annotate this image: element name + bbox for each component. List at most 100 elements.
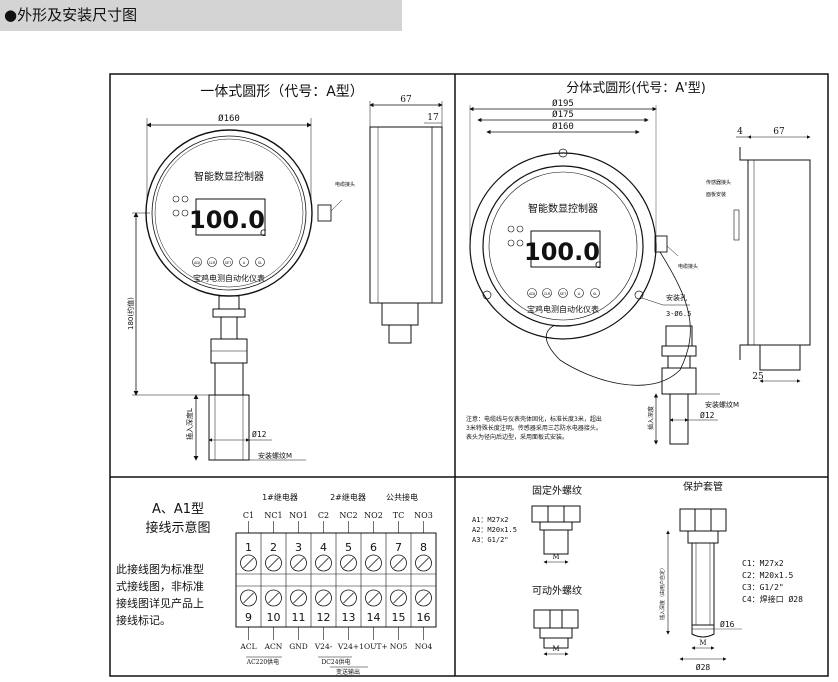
section-header: ●外形及安装尺寸图 [0, 0, 402, 31]
device-buttons-split: ADJ CLR SET A SL [527, 288, 600, 298]
terminal-bottom-label: V24- [314, 642, 333, 651]
terminal-screw [290, 554, 307, 572]
panel-integrated-round: 一体式圆形（代号：A型） Ø160 智能数显控制器 100.0 C ADJ CL… [126, 84, 443, 461]
wiring-desc-4: 接线标记。 [116, 613, 171, 627]
terminal-top-label: NC1 [264, 511, 282, 520]
terminal-bottom-number: 12 [317, 611, 331, 624]
device-maker: 宝鸡电测自动化仪表 [193, 273, 265, 283]
svg-text:CLR: CLR [209, 261, 216, 265]
sheet-frame [109, 73, 829, 677]
dim-diameter-label: Ø160 [218, 113, 240, 124]
movable-thread-m: M [552, 645, 559, 653]
terminal-bottom-label: V24+ [337, 642, 359, 651]
fixed-thread-m: M [552, 553, 559, 561]
gauge-face-split [469, 148, 657, 340]
fixed-thread-drawing [531, 505, 581, 555]
mount-holes-spec: 3-Ø6.5 [666, 310, 691, 318]
wiring-title-1: A、A1型 [152, 502, 204, 517]
terminal-bottom-label: GND [289, 642, 308, 651]
note-line-3: 表头为径向后边型，采用面板式安装。 [466, 433, 568, 441]
sleeve-drawing [679, 508, 727, 638]
wiring-desc-1: 此接线图为标准型 [116, 562, 204, 576]
terminal-screw [290, 589, 307, 607]
sleeve-m: M [699, 639, 706, 647]
terminal-screw [240, 554, 257, 572]
svg-text:ADJ: ADJ [529, 292, 535, 296]
dim-probe-label: Ø12 [252, 429, 267, 439]
svg-text:SET: SET [225, 261, 232, 265]
terminal-bottom-number: 11 [292, 611, 306, 624]
terminal-top-number: 4 [320, 541, 327, 554]
sleeve-title: 保护套管 [683, 480, 723, 493]
panel-wiring: A、A1型 接线示意图 此接线图为标准型 式接线图，非标准 接线图详见产品上 接… [116, 492, 437, 676]
terminal-screw [265, 589, 282, 607]
device-name: 智能数显控制器 [194, 170, 264, 183]
sleeve-spec-1: C1：M27x2 [742, 559, 784, 568]
cable-gland-split [654, 235, 668, 253]
terminal-screw [390, 554, 407, 572]
dim-front-label: 17 [427, 113, 439, 123]
svg-text:SET: SET [560, 292, 567, 296]
label-transmit: 变送输出 [336, 668, 360, 676]
terminal-top-number: 6 [370, 541, 377, 554]
terminal-top-label: C2 [318, 511, 329, 520]
wiring-title-2: 接线示意图 [145, 520, 210, 536]
terminal-bottom-number: 14 [367, 611, 381, 624]
terminal-bottom-label: ACN [264, 642, 283, 651]
terminal-screw [315, 554, 332, 572]
terminal-bottom-number: 10 [267, 611, 281, 624]
cable-gland-label: 电缆接头 [335, 181, 355, 188]
stem-assembly [208, 295, 250, 461]
terminal-top-number: 5 [345, 541, 352, 554]
sensor-assembly [661, 325, 697, 445]
terminal-top-label: TC [393, 511, 404, 520]
dim-d160: Ø160 [552, 121, 574, 132]
terminal-screw [415, 554, 432, 572]
display-window [195, 198, 266, 236]
sleeve-spec-2: C2：M20x1.5 [742, 571, 794, 580]
note-line-1: 注意：电缆线与仪表壳体固化，标准长度3米，超出 [466, 415, 602, 423]
group-common: 公共接电 [386, 492, 418, 502]
panel-threads: 固定外螺纹 A1：M27x2 A2：M20x1.5 A3：G1/2" M 可动外… [472, 480, 803, 672]
dim-height-label: 180(约值) [126, 297, 135, 330]
sleeve-spec-3: C3：G1/2" [742, 583, 784, 592]
svg-text:A: A [578, 292, 581, 296]
terminal-screw [240, 589, 257, 607]
terminal-bottom-number: 13 [342, 611, 356, 624]
terminal-bottom-label: ACL [239, 642, 256, 651]
terminal-screw [315, 589, 332, 607]
terminal-screw [265, 554, 282, 572]
svg-text:C: C [595, 261, 601, 271]
svg-text:ADJ: ADJ [194, 261, 200, 265]
split-thread-label: 安装螺纹M [705, 400, 739, 409]
panel-split-round: 分体式圆形(代号：A'型) Ø195 Ø175 Ø160 智能数显控制器 100… [466, 81, 811, 445]
svg-text:SL: SL [258, 261, 262, 265]
dim-insert-label: 插入深度L [185, 408, 194, 440]
terminal-bottom-number: 15 [392, 611, 406, 624]
terminal-top-label: NC2 [339, 511, 357, 520]
terminal-top-label: C1 [243, 511, 254, 520]
sensor-label: 传感器接头 [706, 179, 731, 186]
cable-gland-split-label: 电缆接头 [678, 263, 698, 270]
dim-d175: Ø175 [552, 109, 574, 120]
side-view-split [733, 147, 811, 371]
dim-d195: Ø195 [552, 98, 574, 109]
terminal-bottom-number: 16 [417, 611, 431, 624]
terminal-screw [365, 554, 382, 572]
svg-text:SL: SL [593, 292, 597, 296]
movable-thread-title: 可动外螺纹 [532, 584, 582, 597]
panel-label: 面板安装 [706, 191, 726, 198]
terminal-top-number: 3 [295, 541, 302, 554]
note-line-2: 3米特殊长度注明。传感器采用三芯防水电器接头。 [466, 424, 602, 432]
sleeve-d16: Ø16 [720, 619, 735, 629]
terminal-bottom-number: 9 [245, 611, 252, 624]
fixed-spec-2: A2：M20x1.5 [472, 526, 517, 534]
terminal-top-number: 1 [245, 541, 252, 554]
split-side-b: 67 [773, 127, 785, 137]
sleeve-spec-4: C4：焊接口 Ø28 [742, 594, 803, 604]
terminal-columns: C119ACLNC1210ACNNO1311GNDC2412V24-NC2513… [239, 511, 432, 651]
dim-depth-label: 67 [400, 95, 412, 105]
svg-text:智能数显控制器: 智能数显控制器 [528, 202, 598, 215]
group-relay1: 1#继电器 [262, 492, 298, 502]
